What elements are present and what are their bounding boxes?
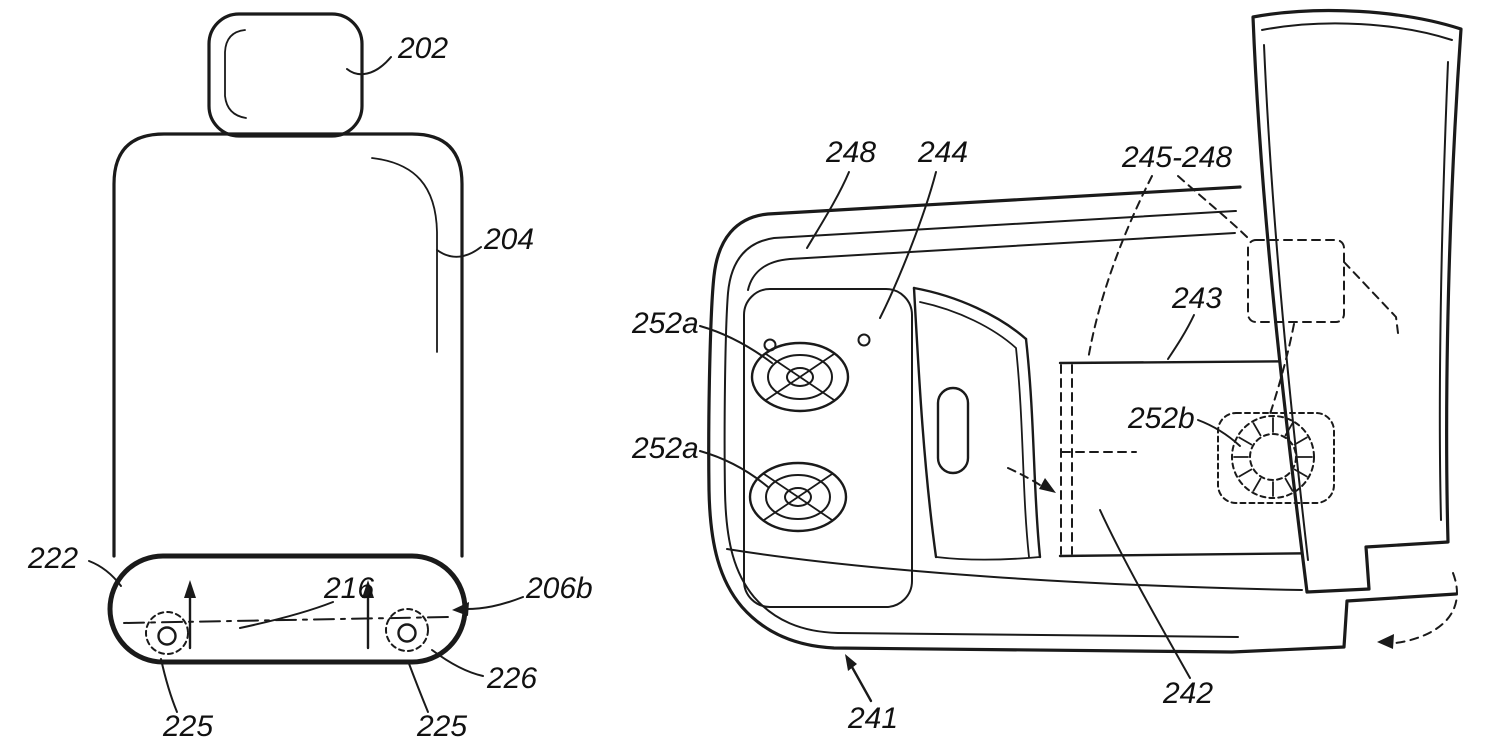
label-252a-blower-lower: 252a [631,432,699,465]
label-244-pan: 244 [917,136,968,169]
console-top-curve [912,286,1028,341]
leader-226 [431,649,484,677]
leader-204 [436,246,482,258]
leader-225-right [407,660,429,713]
leader-222 [88,560,122,587]
rotation-arrowhead [1377,634,1394,649]
leader-242 [1099,509,1191,679]
leader-252a-lower [699,450,769,488]
label-225-fan-right: 225 [416,710,467,743]
label-243-duct: 243 [1171,282,1222,315]
leader-252a-upper [699,325,773,364]
leader-216 [239,601,334,629]
figure-seat-front-view: 202 204 222 216 206b 226 225 225 [27,12,593,743]
label-248-rim: 248 [825,136,876,169]
hidden-duct-connector [1343,261,1399,334]
leader-243 [1167,314,1195,360]
blower-grommet-hub [786,367,814,387]
seatback-inner-contours [1261,22,1453,561]
leader-202 [346,56,392,76]
blower-panel-outline [743,288,913,608]
label-206b-base-shell: 206b [525,572,593,605]
rear-blower-blade-ticks [1233,417,1313,497]
blower-right-hidden-circle [385,608,429,652]
label-225-fan-left: 225 [162,710,213,743]
blower-right-hub [397,623,417,643]
label-204-seat-back: 204 [483,223,534,256]
leader-206b-arrowhead [452,602,469,616]
blower-grommet-mid-ring [767,354,833,400]
airflow-arrowhead-right [362,580,374,598]
hidden-duct-box [1247,239,1345,323]
label-241-base: 241 [847,702,898,735]
rear-blower-inner [1249,433,1297,481]
blower-grommet-hub [784,487,812,507]
label-252a-blower-upper: 252a [631,307,699,340]
blower-left-hub [157,626,177,646]
label-245-248-assembly: 245-248 [1121,141,1232,174]
label-252b-blower-rear: 252b [1127,402,1195,435]
leader-241-arrowhead [845,654,857,671]
blower-grommet-cross [763,473,833,521]
leader-245-248-dashed [1087,175,1295,415]
screw-hole-left [763,338,777,352]
cushion-rim-inner2 [747,232,1236,291]
seat-front-inner-details [149,29,452,638]
leader-252b [1197,419,1241,447]
rear-blower-housing [1217,412,1335,504]
screw-hole-right [857,333,871,347]
duct-hidden-edges [1060,364,1137,555]
console-right-edge [1024,337,1042,559]
blower-grommet-lower [748,461,848,533]
duct-flow-arrowhead [1039,478,1056,493]
console-left-edge [912,286,938,559]
duct-flow-arrow [1007,467,1047,490]
blower-grommet-cross [765,353,835,401]
blower-grommet-outer-ring [748,461,848,533]
blower-left-hidden-circle [145,611,189,655]
leader-248 [806,171,850,249]
leader-241-arrow [850,665,873,703]
cushion-rim-inner [723,210,1239,638]
label-216-centerline: 216 [323,572,374,605]
console-slot [936,386,970,475]
blower-grommet-upper [750,341,850,413]
headrest-outline [207,12,364,138]
figure-seat-bottom-view: 248 244 245-248 243 252a 252a 252b 242 2… [631,8,1463,735]
blower-grommet-outer-ring [750,341,850,413]
leader-206b [465,596,524,610]
seat-back-outline [112,132,464,558]
leader-244 [879,171,937,319]
label-242-cushion: 242 [1162,677,1213,710]
console-inner-curves [919,301,1041,561]
cushion-outline [707,185,1458,654]
label-202-headrest: 202 [397,32,448,65]
rear-blower-outer [1231,415,1315,499]
leader-225-left [160,658,178,713]
label-222-seat-base: 222 [27,542,78,575]
airflow-arrowhead-left [184,580,196,598]
rotation-arrow [1384,572,1458,645]
blower-grommet-mid-ring [765,474,831,520]
base-centerline [123,616,449,624]
cushion-front-band [726,548,1303,591]
seatback-outline [1251,8,1463,594]
label-226-fan-outline: 226 [486,662,537,695]
